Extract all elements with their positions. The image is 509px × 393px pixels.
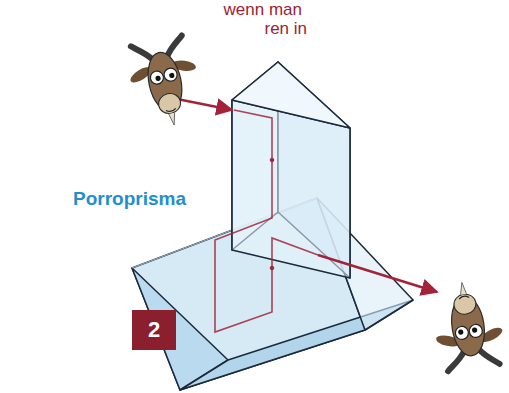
note-text: ren in xyxy=(262,19,309,38)
callout-number: 2 xyxy=(132,310,176,350)
light-path xyxy=(172,98,437,332)
note-text: wenn man xyxy=(222,0,304,19)
goat-head xyxy=(122,34,208,133)
part-name: Porroprisma xyxy=(71,188,188,210)
goat-head xyxy=(427,278,508,373)
